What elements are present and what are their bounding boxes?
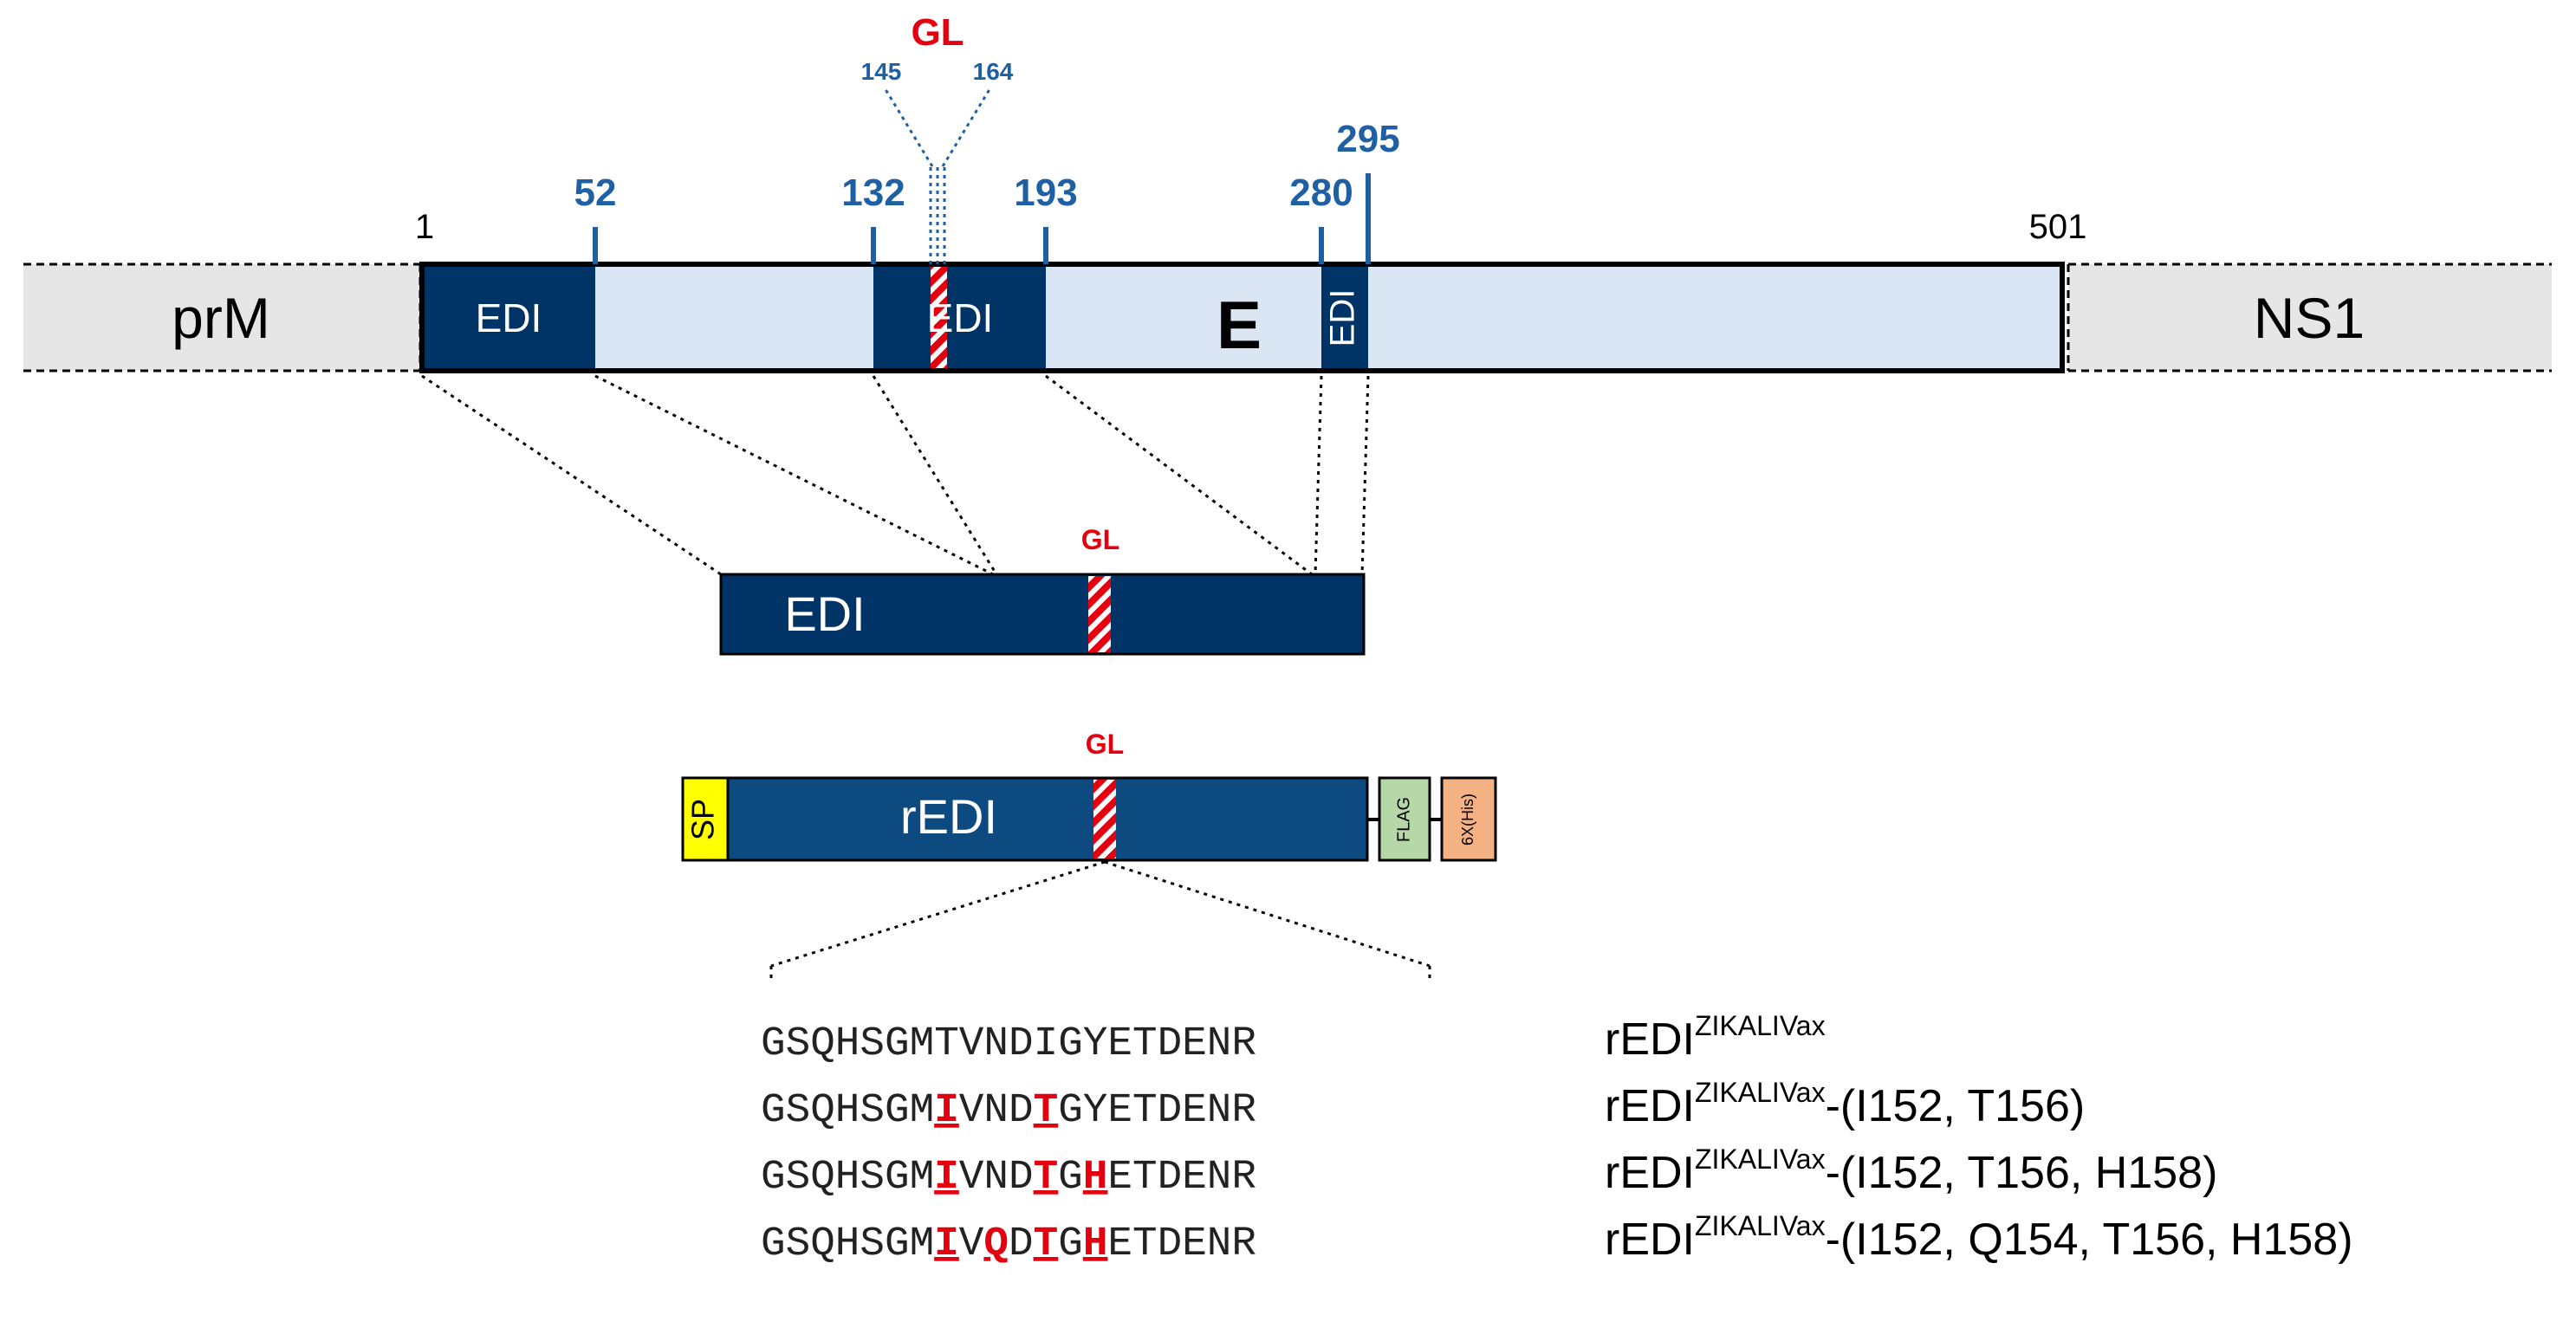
e-protein-label: E: [1217, 287, 1262, 363]
position-132: 132: [841, 172, 905, 214]
redi-construct-bar: [726, 776, 1369, 862]
redi-construct: GL SP rEDI FLAG 6X(His): [681, 729, 1497, 862]
mutated-residue: I: [934, 1221, 959, 1267]
construct-name-3: rEDIZIKALIVax-(I152, T156, H158): [1605, 1143, 2217, 1198]
mutated-residue: H: [1083, 1221, 1108, 1267]
edi-domain-block-3: [1321, 264, 1368, 371]
edi-construct-bar: [719, 573, 1366, 656]
signal-peptide-label: SP: [685, 799, 721, 840]
position-295: 295: [1336, 118, 1399, 160]
flag-tag-box: [1378, 776, 1431, 862]
gl-label-top: GL: [911, 11, 964, 54]
ns1-label: NS1: [2254, 286, 2365, 350]
sequence-row-1: GSQHSGMTVNDIGYETDENR: [761, 1021, 1256, 1067]
edi-label-1: EDI: [476, 295, 542, 340]
gl-end-position: 164: [973, 58, 1014, 85]
mutated-residue: T: [1034, 1155, 1059, 1201]
glycan-loop-marker-top: [931, 264, 947, 371]
position-end: 501: [2029, 208, 2087, 246]
prm-region: [23, 264, 420, 371]
edi-domain-block-1: [422, 264, 595, 371]
sequence-alignment: GSQHSGMTVNDIGYETDENR rEDIZIKALIVaxGSQHSGM…: [761, 1010, 2353, 1267]
sequence-row-3: GSQHSGMIVNDTGHETDENR: [761, 1155, 1256, 1201]
mutated-residue: I: [934, 1088, 959, 1134]
edi-gl-label: GL: [1081, 524, 1119, 555]
mutated-residue: T: [1034, 1221, 1059, 1267]
mutated-residue: Q: [983, 1221, 1009, 1267]
precursor-bar: prM NS1 EDI EDI EDI E 1 501 52 132 193 2…: [23, 11, 2552, 373]
construct-name-1: rEDIZIKALIVax: [1605, 1010, 1826, 1065]
ns1-region: [2068, 264, 2552, 371]
glycan-loop-callout: GL 145 164: [861, 11, 1014, 264]
redi-gl-label: GL: [1086, 729, 1124, 760]
mapping-lines: [421, 374, 1370, 576]
edi-domain-block-2: [873, 264, 1046, 371]
edi-label-2: EDI: [927, 295, 994, 340]
position-start: 1: [415, 208, 434, 246]
edi-construct-label: EDI: [784, 586, 865, 641]
his-tag-box: [1440, 776, 1497, 862]
construct-name-4: rEDIZIKALIVax-(I152, Q154, T156, H158): [1605, 1210, 2353, 1265]
glycan-loop-marker-redi: [1093, 780, 1116, 858]
construct-name-2: rEDIZIKALIVax-(I152, T156): [1605, 1077, 2085, 1131]
redi-construct-label: rEDI: [900, 789, 997, 844]
signal-peptide-box: [681, 776, 730, 862]
mutated-residue: I: [934, 1155, 959, 1201]
sequence-zoom-lines: [769, 860, 1431, 983]
e-protein-region: [422, 264, 2062, 371]
position-193: 193: [1014, 172, 1077, 214]
position-280: 280: [1289, 172, 1353, 214]
edi-label-3: EDI: [1324, 289, 1362, 347]
sequence-row-2: GSQHSGMIVNDTGYETDENR: [761, 1088, 1256, 1134]
sequence-row-4: GSQHSGMIVQDTGHETDENR: [761, 1221, 1256, 1267]
edi-construct: GL EDI: [719, 524, 1366, 656]
gl-start-position: 145: [861, 58, 902, 85]
position-52: 52: [574, 172, 617, 214]
prm-label: prM: [172, 286, 270, 350]
mutated-residue: H: [1083, 1155, 1108, 1201]
flag-tag-label: FLAG: [1394, 797, 1413, 842]
mutated-residue: T: [1034, 1088, 1059, 1134]
his-tag-label: 6X(His): [1459, 794, 1476, 845]
glycan-loop-marker-edi: [1088, 576, 1111, 652]
